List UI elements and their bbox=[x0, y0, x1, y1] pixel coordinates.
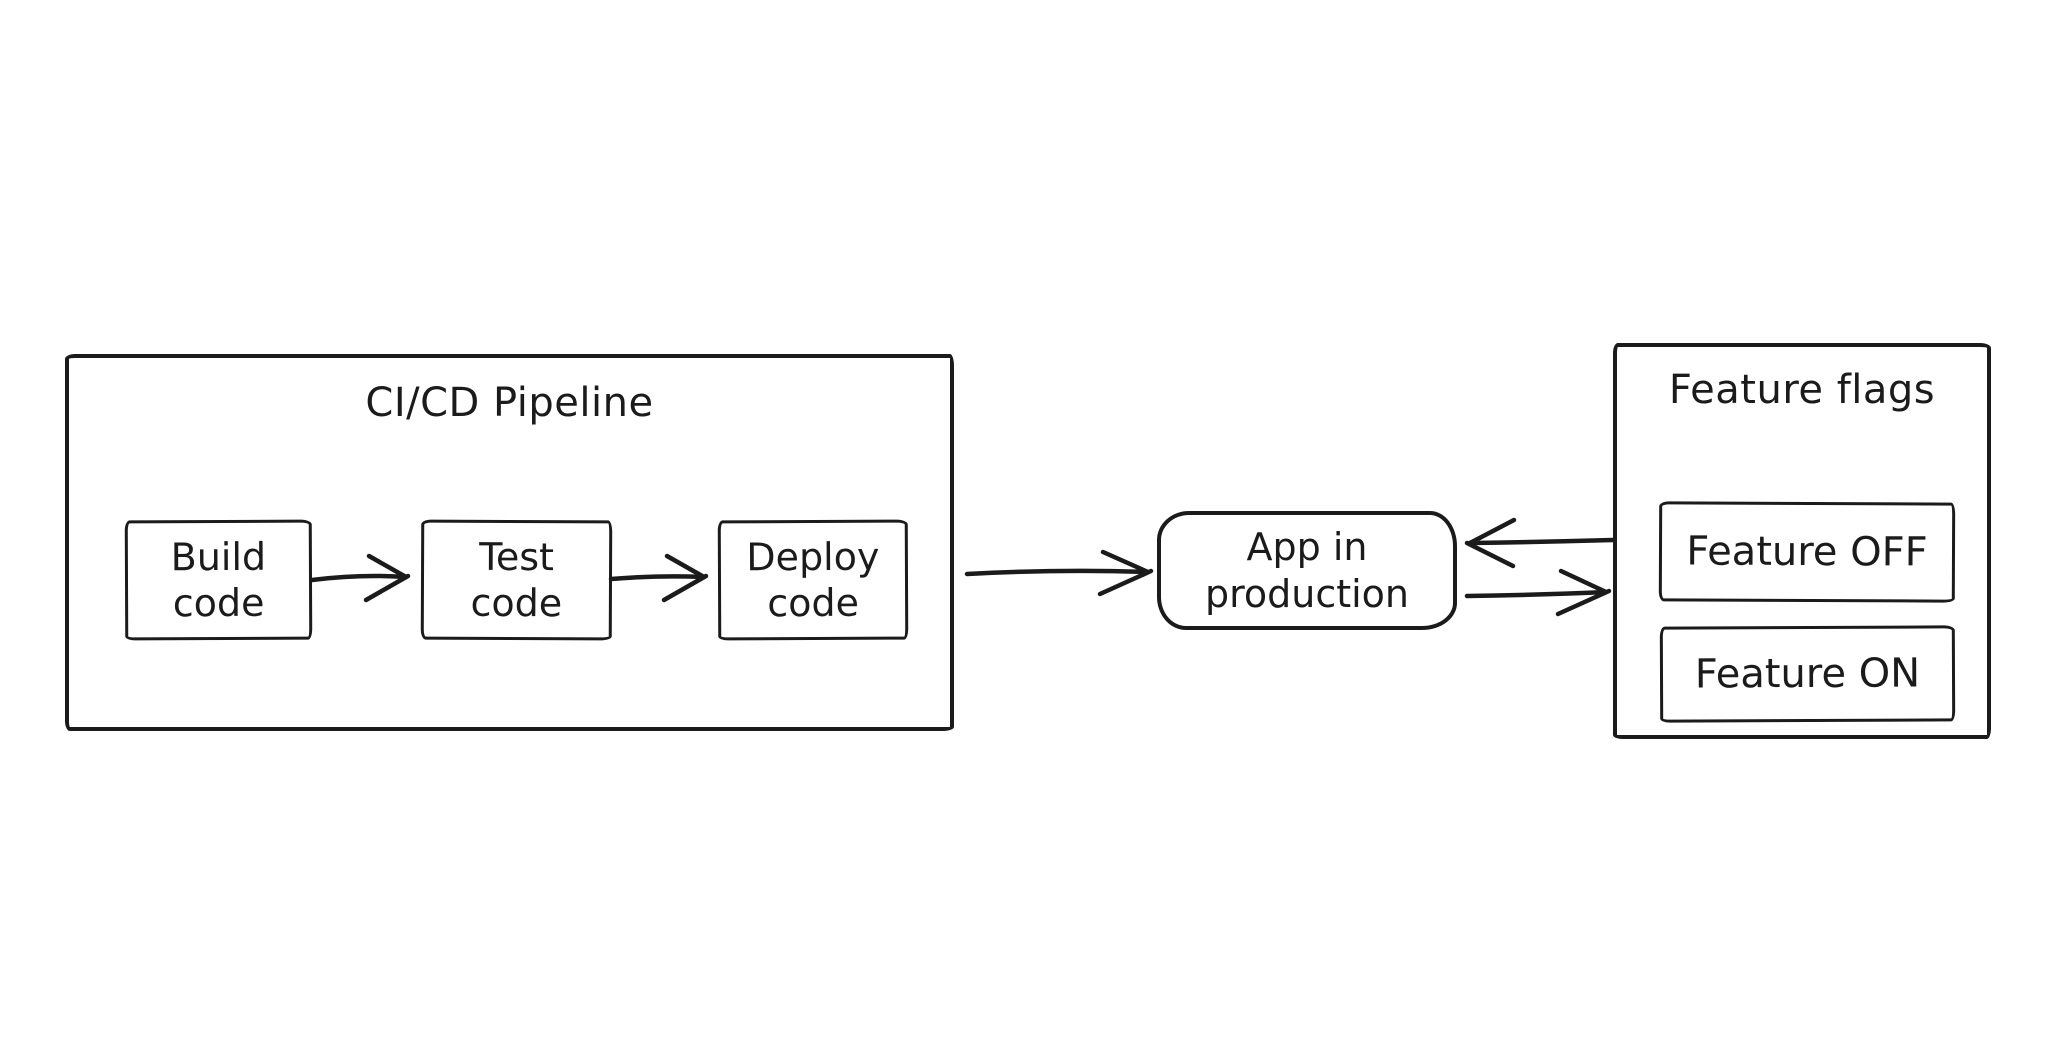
app-in-production-box: App in production bbox=[1157, 511, 1457, 630]
feature-on-box: Feature ON bbox=[1659, 625, 1956, 723]
app-in-production-label: App in production bbox=[1204, 525, 1410, 616]
feature-flags-group: Feature flags Feature OFF Feature ON bbox=[1613, 343, 1991, 739]
arrow-flags-to-app bbox=[1464, 517, 1616, 569]
ci-cd-pipeline-title: CI/CD Pipeline bbox=[365, 380, 654, 426]
build-code-box: Build code bbox=[124, 519, 313, 641]
build-code-label: Build code bbox=[170, 534, 267, 626]
deploy-code-box: Deploy code bbox=[717, 519, 909, 641]
arrow-pipeline-to-app bbox=[964, 549, 1154, 597]
arrow-app-to-flags bbox=[1464, 568, 1612, 617]
deploy-code-label: Deploy code bbox=[746, 534, 880, 626]
feature-flags-title: Feature flags bbox=[1668, 367, 1936, 413]
ci-cd-pipeline-group: CI/CD Pipeline Build code Test code Depl… bbox=[65, 354, 954, 731]
test-code-box: Test code bbox=[420, 519, 613, 641]
feature-on-label: Feature ON bbox=[1694, 650, 1921, 698]
test-code-label: Test code bbox=[470, 534, 563, 626]
feature-off-box: Feature OFF bbox=[1658, 501, 1956, 603]
feature-off-label: Feature OFF bbox=[1686, 528, 1928, 576]
